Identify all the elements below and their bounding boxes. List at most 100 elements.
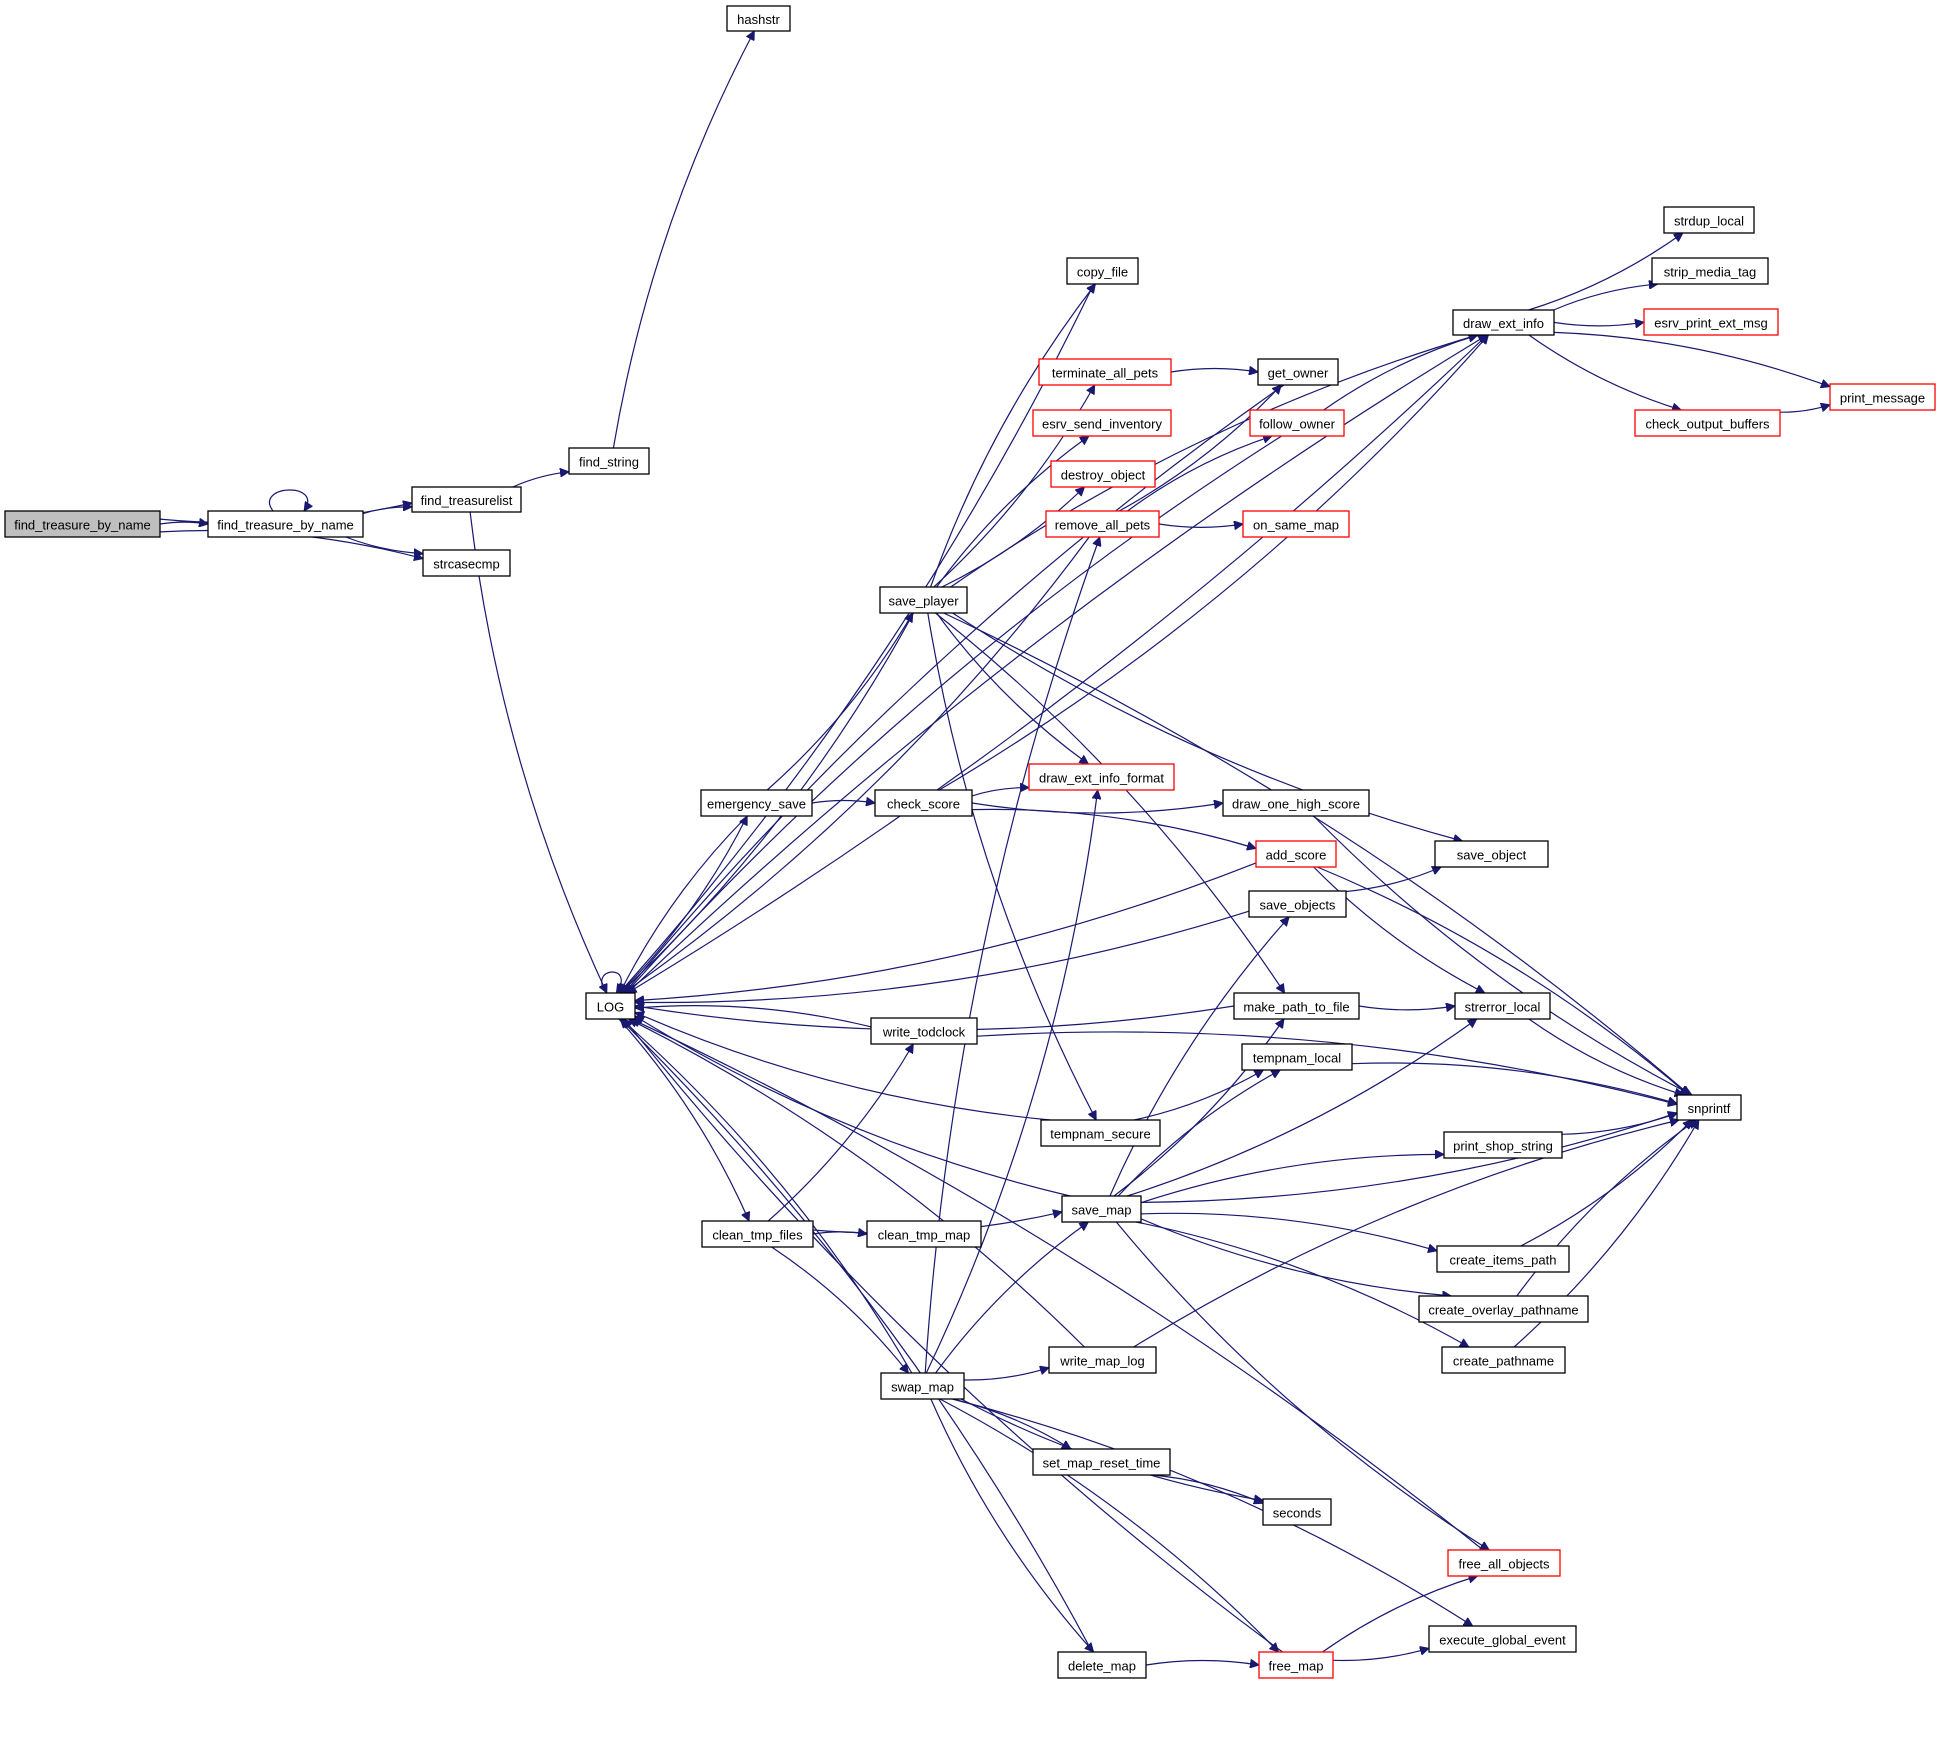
node-box[interactable] [1061, 1195, 1142, 1223]
node-copy-file[interactable]: copy_file [1066, 257, 1139, 285]
node-delete-map[interactable]: delete_map [1057, 1651, 1147, 1679]
node-box[interactable] [1255, 840, 1337, 868]
node-box[interactable] [1257, 358, 1339, 386]
node-LOG[interactable]: LOG [585, 992, 636, 1020]
node-create-items-path[interactable]: create_items_path [1436, 1245, 1570, 1273]
node-box[interactable] [874, 789, 973, 817]
node-remove-all-pets[interactable]: remove_all_pets [1045, 510, 1160, 538]
node-box[interactable] [585, 992, 636, 1020]
node-draw-ext-info[interactable]: draw_ext_info [1452, 309, 1555, 336]
node-box[interactable] [1651, 257, 1769, 285]
node-strip-media-tag[interactable]: strip_media_tag [1651, 257, 1769, 285]
node-box[interactable] [700, 789, 813, 817]
node-draw-ext-info-format[interactable]: draw_ext_info_format [1028, 763, 1175, 791]
node-box[interactable] [1241, 1043, 1353, 1071]
node-box[interactable] [1048, 1346, 1157, 1374]
node-box[interactable] [1262, 1498, 1332, 1526]
node-save-object[interactable]: save_object [1434, 840, 1549, 868]
node-strerror-local[interactable]: strerror_local [1454, 992, 1551, 1020]
node-box[interactable] [1050, 460, 1156, 488]
node-box[interactable] [1032, 1448, 1171, 1476]
node-box[interactable] [1663, 206, 1755, 234]
node-box[interactable] [1441, 1346, 1566, 1374]
node-box[interactable] [880, 1372, 965, 1400]
node-box[interactable] [1634, 409, 1781, 437]
node-save-objects[interactable]: save_objects [1248, 890, 1347, 918]
node-box[interactable] [1242, 510, 1350, 538]
node-tempnam-secure[interactable]: tempnam_secure [1040, 1119, 1161, 1147]
node-box[interactable] [1643, 308, 1779, 336]
node-box[interactable] [1248, 890, 1347, 918]
node-seconds[interactable]: seconds [1262, 1498, 1332, 1526]
node-esrv-print-ext-msg[interactable]: esrv_print_ext_msg [1643, 308, 1779, 336]
node-box[interactable] [422, 549, 511, 577]
node-box[interactable] [411, 486, 522, 513]
node-on-same-map[interactable]: on_same_map [1242, 510, 1350, 538]
node-box[interactable] [866, 1220, 982, 1248]
node-box[interactable] [1434, 840, 1549, 868]
node-make-path-to-file[interactable]: make_path_to_file [1233, 992, 1360, 1020]
node-print-message[interactable]: print_message [1829, 383, 1936, 411]
node-clean-tmp-files[interactable]: clean_tmp_files [701, 1220, 814, 1248]
node-set-map-reset-time[interactable]: set_map_reset_time [1032, 1448, 1171, 1476]
node-write-todclock[interactable]: write_todclock [870, 1017, 978, 1045]
node-check-score[interactable]: check_score [874, 789, 973, 817]
node-clean-tmp-map[interactable]: clean_tmp_map [866, 1220, 982, 1248]
node-box[interactable] [1447, 1549, 1561, 1577]
node-snprintf[interactable]: snprintf [1676, 1094, 1742, 1121]
node-box[interactable] [4, 510, 161, 538]
node-strdup-local[interactable]: strdup_local [1663, 206, 1755, 234]
node-execute-global-event[interactable]: execute_global_event [1428, 1625, 1577, 1653]
node-check-output-buffers[interactable]: check_output_buffers [1634, 409, 1781, 437]
node-box[interactable] [1066, 257, 1139, 285]
node-box[interactable] [1032, 409, 1172, 437]
node-box[interactable] [1222, 789, 1370, 817]
node-create-pathname[interactable]: create_pathname [1441, 1346, 1566, 1374]
node-free-map[interactable]: free_map [1258, 1651, 1334, 1679]
node-box[interactable] [1233, 992, 1360, 1020]
node-create-overlay-pathname[interactable]: create_overlay_pathname [1418, 1295, 1589, 1323]
node-print-shop-string[interactable]: print_shop_string [1443, 1131, 1563, 1159]
node-find-treasurelist[interactable]: find_treasurelist [411, 486, 522, 513]
node-draw-one-high-score[interactable]: draw_one_high_score [1222, 789, 1370, 817]
node-strcasecmp[interactable]: strcasecmp [422, 549, 511, 577]
node-box[interactable] [1443, 1131, 1563, 1159]
node-tempnam-local[interactable]: tempnam_local [1241, 1043, 1353, 1071]
node-box[interactable] [879, 586, 968, 614]
node-box[interactable] [1028, 763, 1175, 791]
node-add-score[interactable]: add_score [1255, 840, 1337, 868]
node-box[interactable] [207, 510, 364, 538]
node-free-all-objects[interactable]: free_all_objects [1447, 1549, 1561, 1577]
node-esrv-send-inventory[interactable]: esrv_send_inventory [1032, 409, 1172, 437]
node-swap-map[interactable]: swap_map [880, 1372, 965, 1400]
node-box[interactable] [1454, 992, 1551, 1020]
node-box[interactable] [1418, 1295, 1589, 1323]
node-box[interactable] [1676, 1094, 1742, 1121]
node-box[interactable] [1057, 1651, 1147, 1679]
node-save-map[interactable]: save_map [1061, 1195, 1142, 1223]
node-box[interactable] [701, 1220, 814, 1248]
node-box[interactable] [726, 5, 791, 32]
node-box[interactable] [870, 1017, 978, 1045]
node-find-string[interactable]: find_string [568, 447, 650, 475]
node-get-owner[interactable]: get_owner [1257, 358, 1339, 386]
node-emergency-save[interactable]: emergency_save [700, 789, 813, 817]
node-root[interactable]: find_treasure_by_name [4, 510, 161, 538]
node-ftbn[interactable]: find_treasure_by_name [207, 510, 364, 538]
node-hashstr[interactable]: hashstr [726, 5, 791, 32]
node-box[interactable] [568, 447, 650, 475]
node-box[interactable] [1452, 309, 1555, 336]
node-box[interactable] [1045, 510, 1160, 538]
node-box[interactable] [1428, 1625, 1577, 1653]
node-write-map-log[interactable]: write_map_log [1048, 1346, 1157, 1374]
node-save-player[interactable]: save_player [879, 586, 968, 614]
node-destroy-object[interactable]: destroy_object [1050, 460, 1156, 488]
node-box[interactable] [1258, 1651, 1334, 1679]
node-box[interactable] [1038, 358, 1172, 386]
node-box[interactable] [1829, 383, 1936, 411]
node-box[interactable] [1249, 409, 1345, 437]
node-box[interactable] [1040, 1119, 1161, 1147]
node-box[interactable] [1436, 1245, 1570, 1273]
node-terminate-all-pets[interactable]: terminate_all_pets [1038, 358, 1172, 386]
node-follow-owner[interactable]: follow_owner [1249, 409, 1345, 437]
